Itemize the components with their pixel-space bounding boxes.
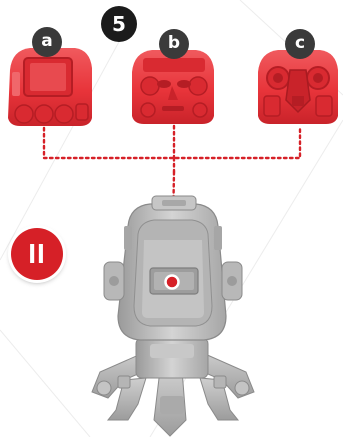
option-a-label: a	[32, 27, 62, 57]
option-b-part	[132, 50, 214, 124]
step-number-badge: 5	[101, 6, 137, 42]
stage-roman-numeral-badge: II	[11, 228, 63, 280]
mount-point-marker	[166, 276, 179, 289]
option-c-part	[258, 50, 338, 124]
robot-body	[92, 196, 254, 436]
option-a-part	[8, 48, 92, 126]
option-b-label: b	[159, 29, 189, 59]
option-c-label: c	[285, 29, 315, 59]
